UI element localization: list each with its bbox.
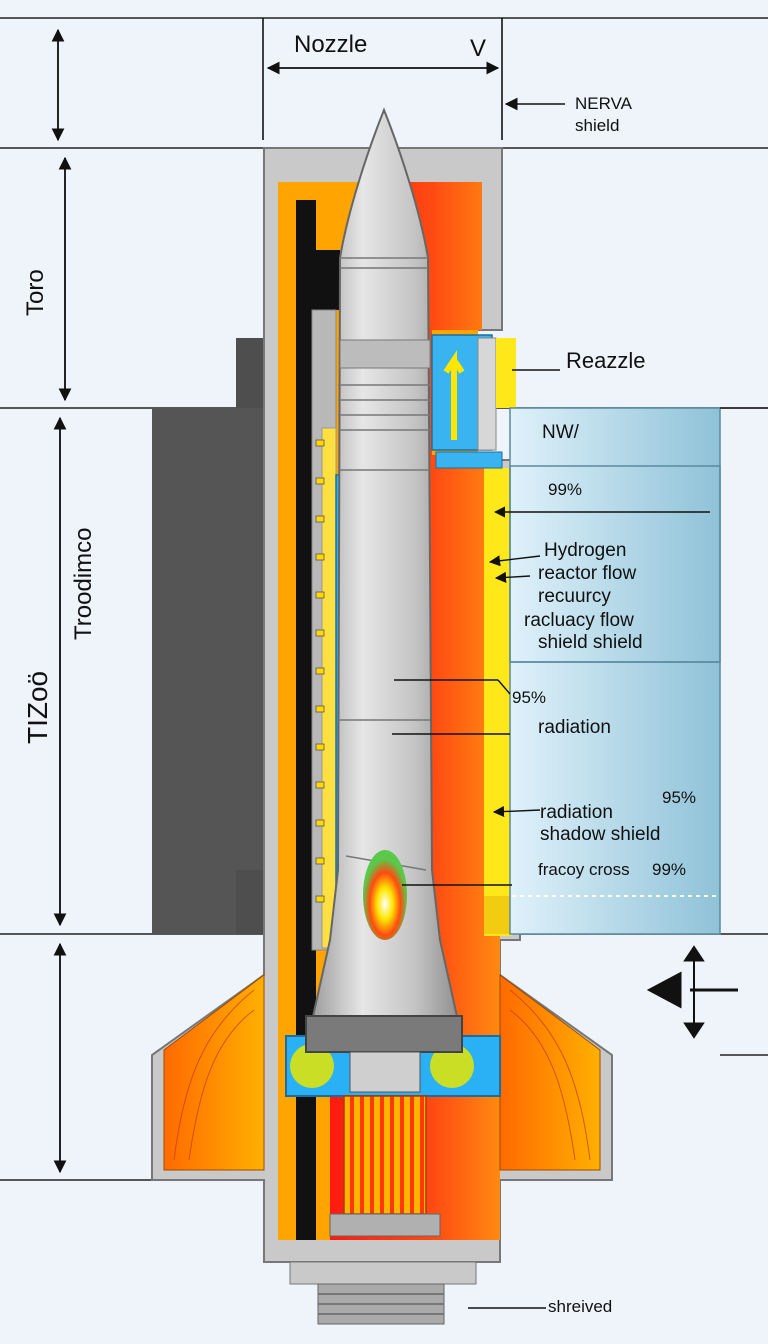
fuel-element-marks (315, 439, 325, 903)
callout-lines (392, 369, 710, 1309)
nozzle-bell-right (499, 974, 601, 1171)
nerva-shield-label: shield (575, 116, 620, 135)
troodimco-vertical-label: Troodimco (70, 527, 97, 640)
tizoo-vertical-label: TIZoö (22, 670, 53, 744)
flow-arrows-icon (646, 945, 738, 1039)
nw-label: NW/ (542, 422, 579, 443)
pct-99-label: 99% (548, 480, 583, 499)
radiation-strip (484, 468, 512, 936)
recuurcy-label: recuurcy (538, 586, 611, 607)
nerva-label: NERVA (575, 94, 633, 113)
racluacy-flow-label: racluacy flow (524, 610, 634, 631)
nozzle-bell-left (163, 974, 265, 1171)
left-dark-block (236, 338, 266, 410)
pct-95-b-label: 95% (662, 788, 697, 807)
v-label: V (470, 35, 487, 62)
hydrogen-label: Hydrogen (544, 540, 627, 561)
left-dark-block-lower (152, 408, 266, 934)
fracoy-cross-label: fracoy cross (538, 860, 630, 879)
flame-icon (363, 850, 407, 940)
radiation-label: radiation (538, 717, 611, 738)
shadow-shield-panel (509, 407, 721, 935)
bottom-flange (289, 1261, 477, 1285)
reactor-flow-label: reactor flow (538, 563, 637, 584)
shadow-shield-label: shadow shield (540, 824, 661, 845)
shield-shield-label: shield shield (538, 632, 643, 653)
reactor-core (343, 1095, 427, 1215)
left-dimension-lines (51, 28, 72, 1174)
shreived-label: shreived (548, 1297, 613, 1316)
reazzle-label: Reazzle (566, 348, 646, 373)
radiation-label-2: radiation (540, 802, 613, 823)
pct-99-b-label: 99% (652, 860, 687, 879)
pct-95-label: 95% (512, 688, 547, 707)
toro-vertical-label: Toro (22, 269, 49, 316)
top-dimension-lines (262, 18, 565, 140)
nozzle-title: Nozzle (294, 31, 368, 58)
